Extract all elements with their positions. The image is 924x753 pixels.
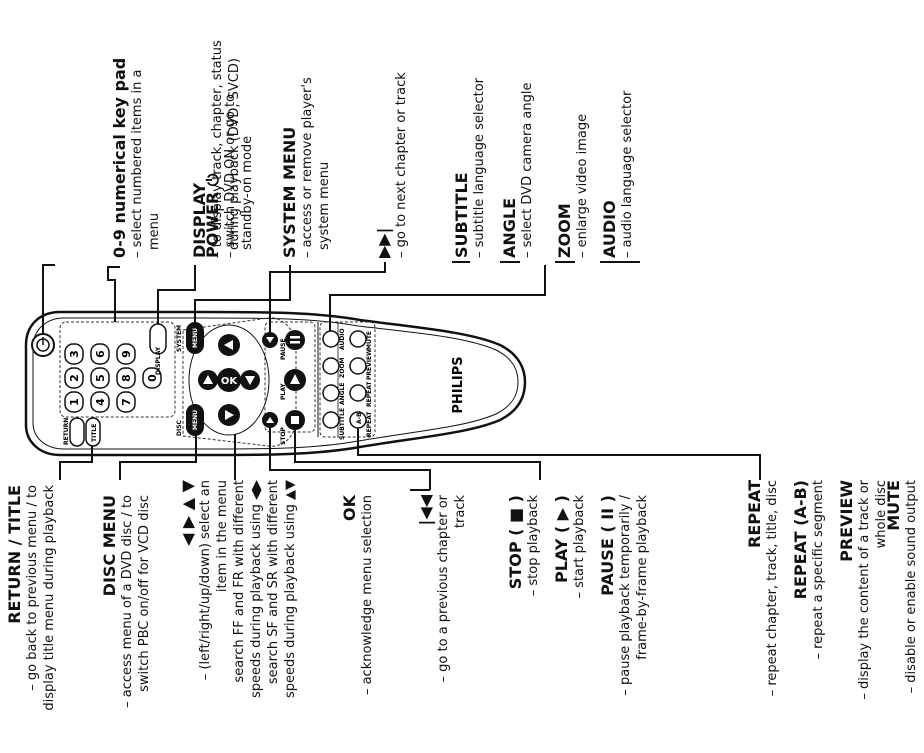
keypad-key-label: 0 (146, 374, 159, 382)
annotation-arrows: ◀ ▶ ▲ ▼ – (left/right/up/down) select an… (178, 480, 298, 699)
annotation-system-menu: SYSTEM MENU – access or remove player's … (280, 77, 332, 258)
annotation-preview: PREVIEW – display the content of a track… (837, 480, 889, 700)
disc-small-label: DISC (176, 419, 183, 436)
play-small-label: PLAY (280, 383, 287, 400)
pause-button[interactable] (285, 330, 305, 350)
keypad-key-label: 2 (68, 374, 81, 382)
menu-bottom-label: MENU (192, 410, 199, 430)
leader-previous (269, 428, 431, 490)
keypad-key-9[interactable]: 9 (116, 343, 136, 365)
leader-disc-menu (119, 436, 197, 480)
leader-next (269, 262, 386, 332)
bottom-leader-lines (59, 428, 761, 491)
system-menu-button[interactable] (186, 322, 204, 354)
leader-power (42, 264, 55, 334)
leader-keypad (107, 266, 120, 322)
ok-button-label: OK (221, 376, 239, 387)
remote-small-labels: DISPLAY SYSTEM MENU MENU DISC RETURN TIT… (63, 325, 373, 445)
keypad-key-label: 9 (120, 350, 133, 358)
annotation-zoom: ZOOM – enlarge video image (555, 113, 590, 258)
keypad-key-label: 1 (68, 398, 81, 406)
subtitle-small-label: SUBTITLE (339, 408, 346, 440)
numeric-keypad[interactable]: 1 2 3 4 5 6 7 8 9 0 (64, 343, 162, 413)
keypad-key-3[interactable]: 3 (64, 343, 84, 365)
annotation-mute: MUTE – disable or enable sound output (884, 480, 919, 694)
zoom-small-label: ZOOM (339, 357, 346, 378)
pause-small-label: PAUSE (280, 338, 287, 360)
keypad-key-1[interactable]: 1 (64, 391, 84, 413)
navigation-cluster[interactable]: OK (188, 324, 270, 436)
leader-system-menu (194, 265, 291, 322)
keypad-key-label: 8 (120, 374, 133, 382)
annotation-pause: PAUSE ( II ) – pause playback temporaril… (598, 495, 650, 696)
leader-display (157, 265, 196, 324)
annotation-next: ▶▶| – go to next chapter or track (374, 72, 409, 258)
annotation-angle: ANGLE – select DVD camera angle (500, 82, 535, 259)
leader-return-title (59, 446, 93, 480)
keypad-key-8[interactable]: 8 (116, 367, 136, 389)
keypad-key-label: 4 (94, 398, 107, 406)
keypad-key-2[interactable]: 2 (64, 367, 84, 389)
next-button[interactable] (262, 332, 278, 348)
brand-logo: PHILIPS (451, 356, 466, 413)
keypad-key-label: 3 (68, 350, 81, 358)
annotation-ok: OK – acknowledge menu selection (340, 495, 375, 696)
title-small-label: TITLE (91, 424, 98, 442)
annotation-disc-menu: DISC MENU – access menu of a DVD disc / … (100, 495, 152, 708)
keypad-key-label: 6 (94, 350, 107, 358)
annotation-repeat-ab: REPEAT (A-B) – repeat a specific segment (791, 480, 826, 660)
keypad-key-label: 5 (94, 374, 107, 382)
leader-transport (294, 430, 541, 480)
annotation-play: PLAY ( ▶ ) – start playback (552, 495, 587, 599)
annotation-return-title: RETURN / TITLE – go back to previous men… (5, 485, 57, 711)
repeat2-small-label: REPEAT (366, 381, 373, 407)
display-small-label: DISPLAY (155, 346, 162, 375)
annotation-repeat: REPEAT – repeat chapter, track, title, d… (745, 480, 780, 697)
previous-button[interactable] (262, 412, 278, 428)
subtitle-angle-zoom-audio-buttons[interactable] (322, 330, 340, 429)
keypad-key-5[interactable]: 5 (90, 367, 110, 389)
annotation-audio: AUDIO – audio language selector (600, 90, 635, 258)
keypad-key-label: 7 (120, 398, 133, 406)
annotation-subtitle: SUBTITLE – subtitle language selector (452, 77, 487, 258)
mute-small-label: MUTE (366, 331, 373, 350)
keypad-key-7[interactable]: 7 (116, 391, 136, 413)
system-small-label: SYSTEM (176, 325, 183, 352)
top-leader-lines (42, 261, 640, 334)
leader-repeat-group (357, 428, 761, 480)
return-title-buttons[interactable] (69, 417, 101, 447)
menu-top-label: MENU (192, 328, 199, 348)
angle-small-label: ANGLE (339, 382, 346, 405)
return-small-label: RETURN (63, 418, 70, 445)
power-button[interactable] (31, 333, 55, 357)
stop-button[interactable] (285, 410, 305, 430)
keypad-key-6[interactable]: 6 (90, 343, 110, 365)
repeat-small-label: REPEAT (366, 411, 373, 437)
keypad-key-0[interactable]: 0 (142, 367, 162, 389)
annotation-display: DISPLAY – to display track, chapter, sta… (190, 40, 242, 258)
disc-menu-button[interactable] (186, 404, 204, 436)
audio-small-label: AUDIO (339, 328, 346, 350)
repeat-preview-mute-buttons[interactable] (349, 330, 367, 429)
ab-small-label: A-B (356, 412, 363, 424)
keypad-key-4[interactable]: 4 (90, 391, 110, 413)
annotation-stop: STOP ( ■ ) – stop playback (506, 495, 541, 597)
annotation-previous: |◀◀ – go to a previous chapter or track (416, 495, 468, 683)
leader-subtitle-group (329, 265, 546, 331)
preview-small-label: PREVIEW (366, 349, 373, 380)
stop-small-label: STOP (280, 426, 287, 445)
play-button[interactable] (284, 369, 306, 391)
annotation-keypad: 0-9 numerical key pad – select numbered … (110, 57, 162, 258)
